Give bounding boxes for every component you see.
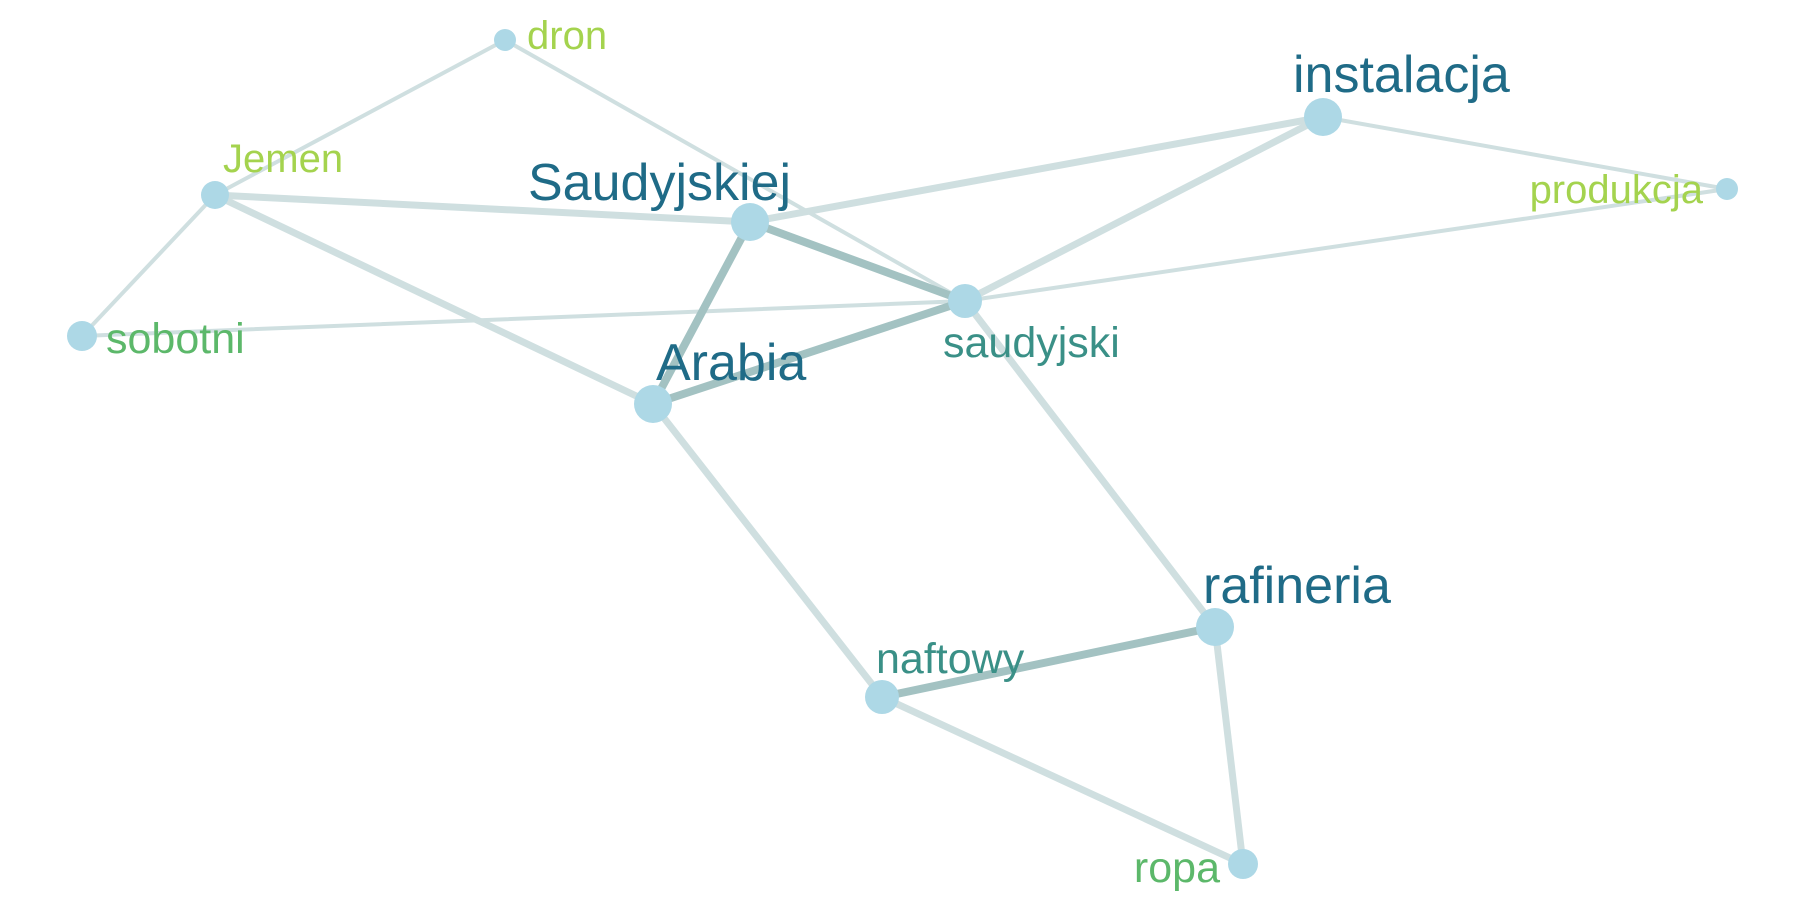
node-label-instalacja: instalacja [1293, 46, 1510, 104]
node-label-ropa: ropa [1134, 844, 1220, 892]
node-label-jemen: Jemen [223, 137, 343, 181]
node-jemen [201, 181, 229, 209]
node-produkcja [1716, 178, 1738, 200]
edge-saudyjskiej-arabia [649, 218, 754, 408]
node-label-saudyjskiej: Saudyjskiej [528, 154, 791, 212]
edge-jemen-saudyjskiej [211, 191, 754, 226]
node-saudyjskiej [731, 203, 769, 241]
node-dron [494, 29, 516, 51]
edge-jemen-sobotni [80, 193, 217, 338]
edge-arabia-saudyjski [649, 297, 969, 408]
edge-dron-saudyjski [503, 38, 967, 303]
edge-rafineria-ropa [1211, 623, 1247, 868]
node-label-naftowy: naftowy [876, 635, 1025, 683]
node-label-sobotni: sobotni [106, 315, 245, 363]
node-sobotni [67, 321, 97, 351]
node-saudyjski [948, 284, 982, 318]
edge-jemen-arabia [211, 191, 657, 408]
edge-saudyjskiej-saudyjski [746, 218, 969, 305]
node-ropa [1228, 849, 1258, 879]
node-label-dron: dron [527, 14, 607, 58]
edge-instalacja-produkcja [1321, 115, 1729, 191]
edge-saudyjski-rafineria [961, 297, 1219, 631]
node-instalacja [1304, 98, 1342, 136]
edge-dron-jemen [213, 38, 507, 197]
edge-naftowy-ropa [878, 693, 1247, 868]
edge-naftowy-rafineria [878, 623, 1219, 701]
edge-saudyjski-produkcja [963, 187, 1729, 303]
edge-sobotni-saudyjski [80, 299, 967, 338]
node-arabia [634, 385, 672, 423]
node-label-saudyjski: saudyjski [943, 319, 1120, 367]
node-label-produkcja: produkcja [1530, 168, 1704, 212]
node-label-rafineria: rafineria [1203, 557, 1391, 615]
nodes-layer [67, 29, 1738, 879]
edge-saudyjskiej-instalacja [746, 113, 1327, 226]
edges-layer [80, 38, 1729, 868]
node-rafineria [1196, 608, 1234, 646]
node-label-arabia: Arabia [656, 334, 806, 392]
node-naftowy [865, 680, 899, 714]
edge-arabia-naftowy [649, 400, 886, 701]
edge-saudyjski-instalacja [961, 113, 1327, 305]
